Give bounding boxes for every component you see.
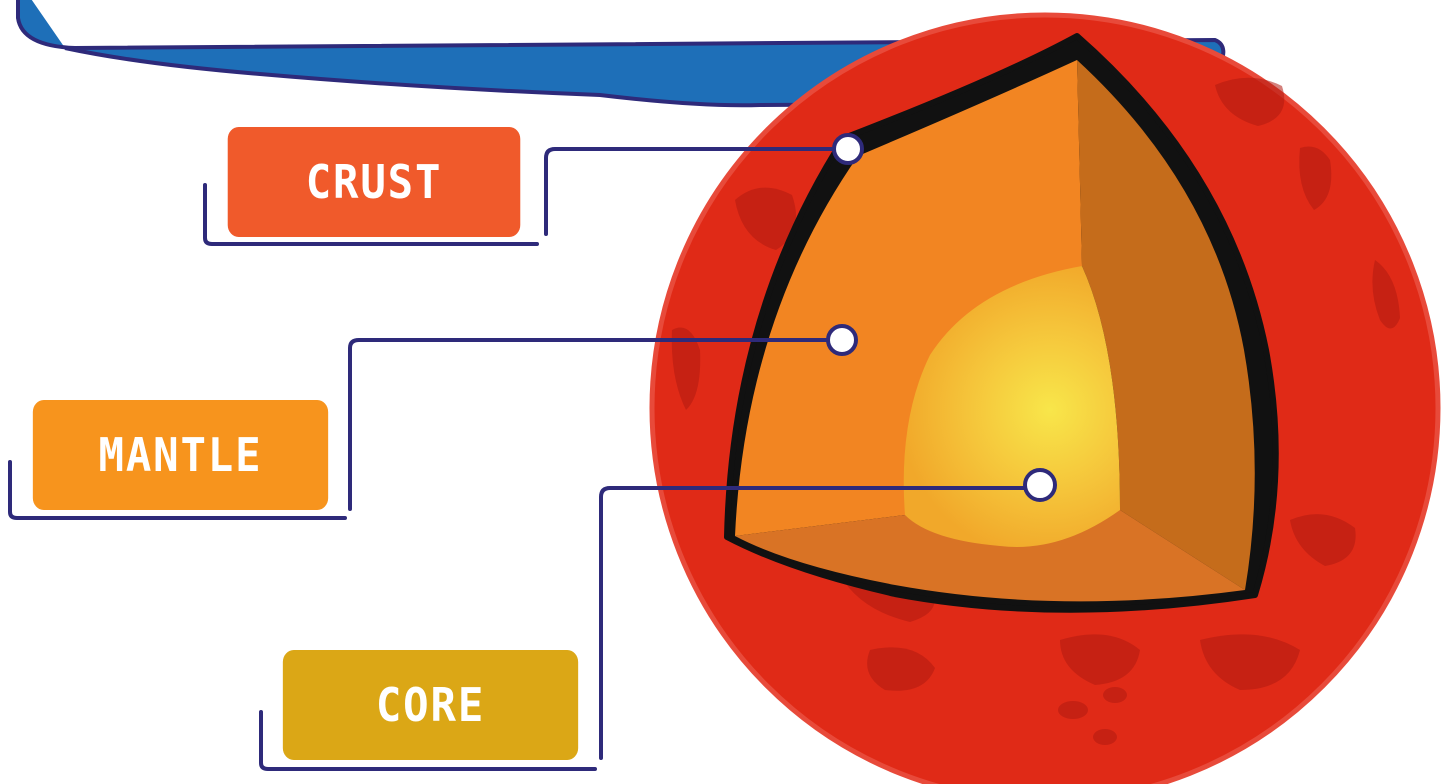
core-connector-dot xyxy=(1023,468,1057,502)
mantle-label: MANTLE xyxy=(32,400,329,510)
crust-connector-dot xyxy=(832,133,864,165)
mantle-label-outline xyxy=(8,460,347,520)
mantle-side-face xyxy=(1077,60,1255,590)
core-label: CORE xyxy=(282,650,579,760)
inner-core xyxy=(903,266,1120,547)
mantle-bottom-face xyxy=(735,510,1245,602)
leader-line-mantle xyxy=(348,338,837,511)
core-label-outline xyxy=(259,710,597,771)
leader-line-crust xyxy=(544,147,842,236)
planet-rim-highlight xyxy=(649,12,1441,784)
mantle-connector-dot xyxy=(826,324,858,356)
mantle-face xyxy=(735,60,1082,536)
leader-line-core xyxy=(599,486,1032,760)
crust-label: CRUST xyxy=(227,127,521,237)
leader-lines xyxy=(348,147,1032,760)
instruction-text: answers to complete each sentence. xyxy=(132,0,840,22)
crust-label-outline xyxy=(203,183,539,246)
